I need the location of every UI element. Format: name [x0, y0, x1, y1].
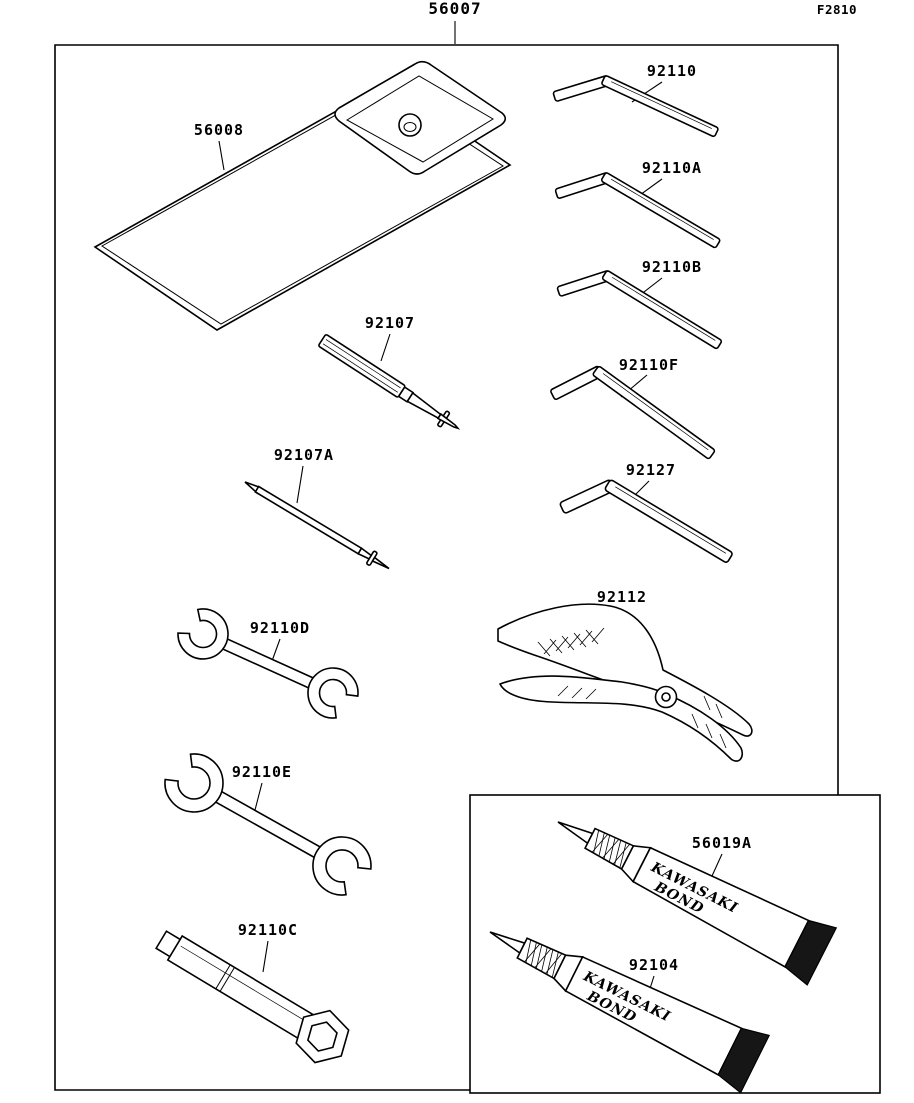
plug-wrench-hex-hole [306, 1021, 338, 1052]
hex-key-short-arm [552, 75, 611, 102]
screwdriver-92107a-drawing [244, 481, 390, 570]
hex-key-long-arm [601, 172, 721, 249]
pouch-flap-stitch-line [346, 75, 494, 163]
part-label-pouch: 56008 [193, 121, 245, 139]
pliers-lower-piece [499, 675, 744, 762]
pouch-flap [334, 60, 507, 175]
leader-screwdriver [380, 333, 391, 362]
tube-cap-knurling [591, 830, 631, 869]
tube-crimp-end [784, 919, 838, 986]
phillips-tip [436, 412, 461, 430]
hex-key-92110b-drawing [556, 270, 723, 350]
hex-key-92110f-drawing [550, 365, 716, 460]
leader-pouch [218, 140, 225, 171]
phillips-tip [371, 556, 390, 570]
hex-key-short-arm [554, 172, 611, 199]
tube-cap-knurling [523, 939, 563, 978]
pouch-body-stitch-line [101, 87, 504, 325]
part-label-bond-tube-a: 56019A [691, 834, 753, 852]
hex-key-92127-drawing [559, 479, 733, 563]
part-label-screwdriver: 92107 [364, 314, 416, 332]
tube-crimp-end [717, 1027, 771, 1094]
part-label-hex-key: 92110 [646, 62, 698, 80]
wrench-jaw-left [164, 753, 224, 813]
wrench-jaw-right [307, 667, 359, 719]
wrench-shaft [214, 634, 322, 693]
part-label-wrench-large: 92110E [231, 763, 293, 781]
leader-wrench-small [271, 638, 281, 662]
part-label-bond-tube-b: 92104 [628, 956, 680, 974]
part-label-hex-key-f: 92110F [618, 356, 680, 374]
kit-boundary-box [54, 44, 839, 1091]
plug-wrench-92110c-drawing [155, 930, 350, 1064]
hex-key-92110a-drawing [554, 172, 721, 249]
wrench-jaw-left [177, 608, 229, 660]
part-label-hex-key-a: 92110A [641, 159, 703, 177]
part-label-plug-wrench: 92110C [237, 921, 299, 939]
pliers-jaw-serrations [537, 627, 605, 700]
part-label-wrench-small: 92110D [249, 619, 311, 637]
screwdriver-shank [318, 334, 406, 398]
wrench-shaft [205, 785, 331, 864]
leader-bond-a [711, 853, 723, 877]
figure-code: F2810 [816, 2, 858, 17]
wrench-92110d-drawing [177, 608, 359, 719]
part-label-hex-key-large: 92127 [625, 461, 677, 479]
screwdriver-92107-drawing [318, 334, 461, 430]
snap-button-detail [403, 122, 417, 132]
pliers-92112-drawing [497, 603, 753, 762]
snap-button-icon [398, 113, 422, 137]
part-label-pliers: 92112 [596, 588, 648, 606]
part-label-screwdriver-small: 92107A [273, 446, 335, 464]
wrench-92110e-drawing [164, 753, 372, 896]
leader-wrench-large [254, 782, 263, 811]
part-label-hex-key-b: 92110B [641, 258, 703, 276]
hex-key-92110-drawing [552, 75, 719, 138]
pliers-pivot-center [661, 692, 671, 702]
wrench-jaw-right [312, 836, 372, 896]
tool-pouch-drawing [93, 60, 512, 331]
hex-key-long-arm [601, 270, 723, 350]
hex-key-long-arm [592, 365, 716, 460]
screwdriver-taper [406, 391, 442, 420]
hex-key-long-arm [601, 75, 719, 138]
leader-plug-wrench [262, 940, 269, 973]
driver-rod [254, 485, 363, 555]
hex-key-short-arm [556, 270, 612, 297]
leader-screwdriver-small [296, 465, 304, 504]
hex-key-long-arm [604, 479, 733, 563]
part-label-kit: 56007 [428, 0, 482, 18]
pliers-upper-piece [497, 603, 753, 737]
pliers-handle-serrations [691, 695, 727, 749]
